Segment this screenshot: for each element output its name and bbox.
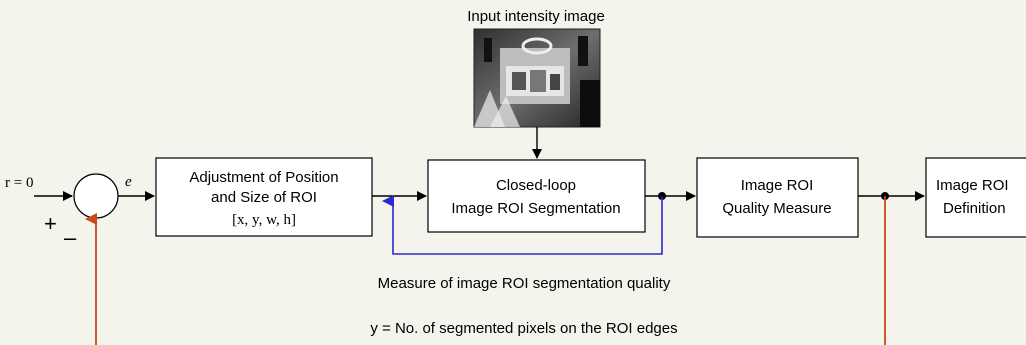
adjustment-line3: [x, y, w, h] bbox=[232, 212, 296, 228]
minus-sign: – bbox=[64, 225, 77, 250]
definition-line1: Image ROI bbox=[936, 177, 1009, 194]
segmentation-line2: Image ROI Segmentation bbox=[451, 200, 620, 217]
input-image-caption: Input intensity image bbox=[467, 8, 605, 25]
adjustment-block bbox=[155, 157, 373, 237]
input-intensity-image bbox=[473, 28, 601, 128]
definition-line2: Definition bbox=[943, 200, 1006, 217]
adjustment-line1: Adjustment of Position bbox=[189, 169, 338, 186]
definition-block bbox=[925, 157, 1026, 238]
reference-label: r = 0 bbox=[5, 175, 33, 191]
quality-line2: Quality Measure bbox=[722, 200, 831, 217]
quality-line1: Image ROI bbox=[741, 177, 814, 194]
adjustment-line2: and Size of ROI bbox=[211, 189, 317, 206]
feedback-measure-label: Measure of image ROI segmentation qualit… bbox=[378, 275, 671, 292]
quality-block bbox=[696, 157, 859, 238]
plus-sign: + bbox=[44, 211, 57, 236]
segmentation-block bbox=[427, 159, 646, 233]
summing-junction bbox=[73, 173, 119, 219]
inner-feedback-path bbox=[382, 195, 663, 255]
output-definition-label: y = No. of segmented pixels on the ROI e… bbox=[370, 320, 677, 337]
segmentation-line1: Closed-loop bbox=[496, 177, 576, 194]
error-label: e bbox=[125, 174, 132, 190]
